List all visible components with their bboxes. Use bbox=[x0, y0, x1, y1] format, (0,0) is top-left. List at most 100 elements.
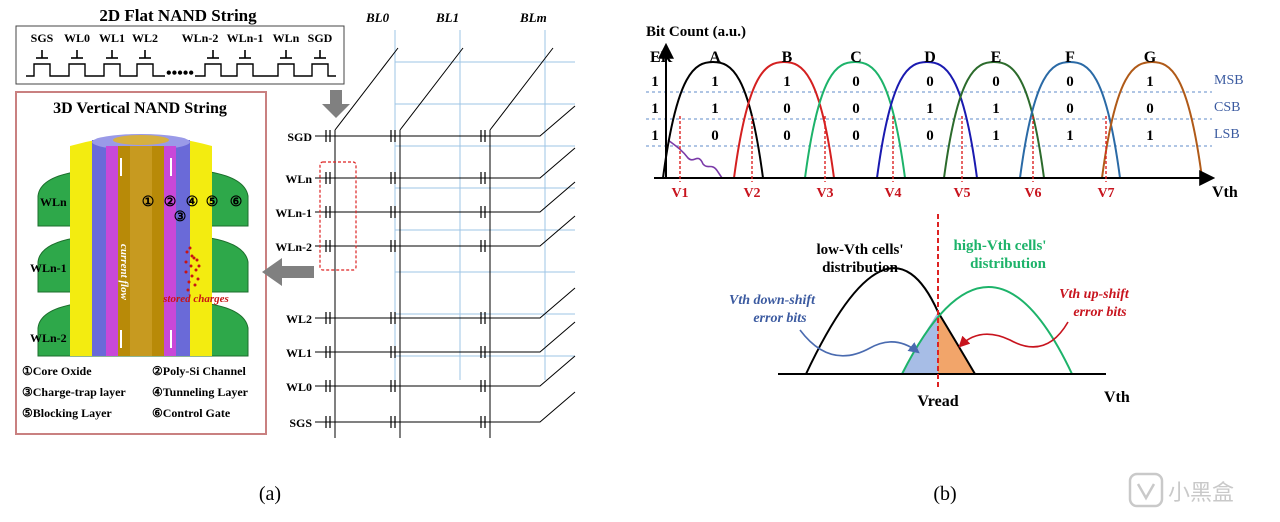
bitline-bl1: BL1 bbox=[435, 10, 459, 25]
bit-lsb-f: 1 bbox=[1066, 128, 1074, 144]
bitline-1-path bbox=[399, 47, 464, 438]
caption-b: (b) bbox=[933, 483, 956, 505]
watermark: 小黑盒 bbox=[1128, 472, 1234, 508]
read-label-v5: V5 bbox=[953, 186, 970, 201]
bit-csb-d: 1 bbox=[926, 101, 934, 117]
num-2: ② bbox=[164, 195, 177, 210]
state-label-a: A bbox=[709, 49, 721, 66]
watermark-logo bbox=[1128, 472, 1164, 508]
down-shift-label-2: error bits bbox=[753, 311, 807, 326]
v-label-wln: WLn bbox=[40, 195, 67, 209]
curve-g bbox=[1101, 60, 1203, 179]
current-flow-label: current flow bbox=[118, 244, 130, 301]
down-arrow bbox=[322, 90, 350, 118]
bit-msb-er: 1 bbox=[651, 74, 659, 90]
curve-a bbox=[662, 60, 764, 179]
v-label-wln-2: WLn-2 bbox=[30, 331, 67, 345]
row-name-msb: MSB bbox=[1214, 73, 1244, 88]
bit-msb-g: 1 bbox=[1146, 74, 1154, 90]
row-label-wl2: WL2 bbox=[286, 312, 312, 326]
legend-poly-si: ②Poly-Si Channel bbox=[152, 364, 246, 378]
row-label-wln-1: WLn-1 bbox=[275, 206, 312, 220]
flat-label-wln: WLn bbox=[273, 31, 300, 45]
layer-legend: ①Core Oxide ②Poly-Si Channel ③Charge-tra… bbox=[22, 364, 249, 420]
bit-lsb-g: 1 bbox=[1146, 128, 1154, 144]
row-label-sgd: SGD bbox=[287, 130, 312, 144]
flat-nand-title: 2D Flat NAND String bbox=[99, 6, 257, 25]
flat-label-wl2: WL2 bbox=[132, 31, 158, 45]
row-label-wln-2: WLn-2 bbox=[275, 240, 312, 254]
array-row-labels: SGD WLn WLn-1 WLn-2 WL2 WL1 WL0 SGS bbox=[275, 130, 312, 430]
core-oxide bbox=[130, 146, 152, 356]
row-name-lsb: LSB bbox=[1214, 127, 1240, 142]
bit-msb-e: 0 bbox=[992, 74, 1000, 90]
down-shift-label-1: Vth down-shift bbox=[729, 293, 816, 308]
row-label-wl0: WL0 bbox=[286, 380, 312, 394]
distribution-curves bbox=[662, 60, 1203, 179]
bit-msb-c: 0 bbox=[852, 74, 860, 90]
legend-tunneling: ④Tunneling Layer bbox=[152, 385, 249, 399]
low-vth-label-2: distribution bbox=[822, 260, 899, 276]
read-label-v1: V1 bbox=[671, 186, 688, 201]
chart-title: Bit Count (a.u.) bbox=[646, 24, 746, 40]
vertical-nand-title: 3D Vertical NAND String bbox=[53, 100, 227, 117]
flat-label-wln-2: WLn-2 bbox=[182, 31, 219, 45]
bit-csb-e: 1 bbox=[992, 101, 1000, 117]
legend-charge-trap: ③Charge-trap layer bbox=[22, 385, 126, 399]
row-label-wln: WLn bbox=[285, 172, 312, 186]
num-1: ① bbox=[142, 195, 155, 210]
num-5: ⑤ bbox=[206, 195, 219, 210]
watermark-text: 小黑盒 bbox=[1168, 481, 1234, 506]
array-transistors bbox=[325, 130, 486, 428]
row-label-wl1: WL1 bbox=[286, 346, 312, 360]
flat-label-sgs: SGS bbox=[31, 31, 54, 45]
lower-diagram: low-Vth cells' distribution high-Vth cel… bbox=[729, 214, 1130, 410]
row-label-sgs: SGS bbox=[289, 416, 312, 430]
curve-er bbox=[667, 139, 723, 179]
vread-label: Vread bbox=[917, 393, 958, 410]
state-label-c: C bbox=[850, 49, 862, 66]
wln-highlight bbox=[319, 161, 357, 271]
curve-f bbox=[1019, 60, 1121, 179]
flat-nand-dots: ••••• bbox=[166, 65, 194, 82]
lower-vth-label: Vth bbox=[1104, 389, 1130, 406]
flat-label-wl1: WL1 bbox=[99, 31, 125, 45]
curve-b bbox=[733, 60, 835, 179]
bit-lsb-d: 0 bbox=[926, 128, 934, 144]
caption-a: (a) bbox=[259, 483, 281, 505]
state-label-f: F bbox=[1065, 49, 1075, 66]
state-label-g: G bbox=[1144, 49, 1157, 66]
bit-lsb-b: 0 bbox=[783, 128, 791, 144]
state-label-e: E bbox=[991, 49, 1002, 66]
num-6: ⑥ bbox=[230, 195, 243, 210]
read-label-v7: V7 bbox=[1097, 186, 1114, 201]
read-label-v3: V3 bbox=[816, 186, 833, 201]
high-vth-label-2: distribution bbox=[970, 256, 1047, 272]
legend-control-gate: ⑥Control Gate bbox=[152, 406, 231, 420]
flat-label-wln-1: WLn-1 bbox=[227, 31, 264, 45]
bit-csb-c: 0 bbox=[852, 101, 860, 117]
legend-blocking: ⑤Blocking Layer bbox=[22, 406, 112, 420]
bit-csb-a: 1 bbox=[711, 101, 719, 117]
low-vth-curve bbox=[805, 267, 976, 375]
flat-nand-box bbox=[15, 25, 345, 85]
flat-nand-labels: SGS WL0 WL1 WL2 WLn-2 WLn-1 WLn SGD bbox=[31, 31, 333, 45]
state-label-b: B bbox=[782, 49, 793, 66]
num-3: ③ bbox=[174, 210, 187, 225]
vertical-wl-labels: WLn WLn-1 WLn-2 bbox=[30, 195, 67, 345]
bit-msb-a: 1 bbox=[711, 74, 719, 90]
up-shift-label-1: Vth up-shift bbox=[1059, 287, 1130, 302]
flat-label-wl0: WL0 bbox=[64, 31, 90, 45]
bit-row-lines bbox=[646, 91, 1212, 147]
curve-e bbox=[943, 60, 1045, 179]
bit-lsb-a: 0 bbox=[711, 128, 719, 144]
bitline-bl0: BL0 bbox=[365, 10, 390, 25]
high-vth-curve bbox=[901, 286, 1073, 375]
flat-nand-gates bbox=[36, 50, 326, 59]
vertical-nand-structure: current flow stored charges ① ② ③ ④ ⑤ bbox=[30, 134, 249, 357]
wordline-rows bbox=[315, 105, 576, 423]
up-shift-label-2: error bits bbox=[1073, 305, 1127, 320]
array-dots bbox=[334, 135, 491, 423]
